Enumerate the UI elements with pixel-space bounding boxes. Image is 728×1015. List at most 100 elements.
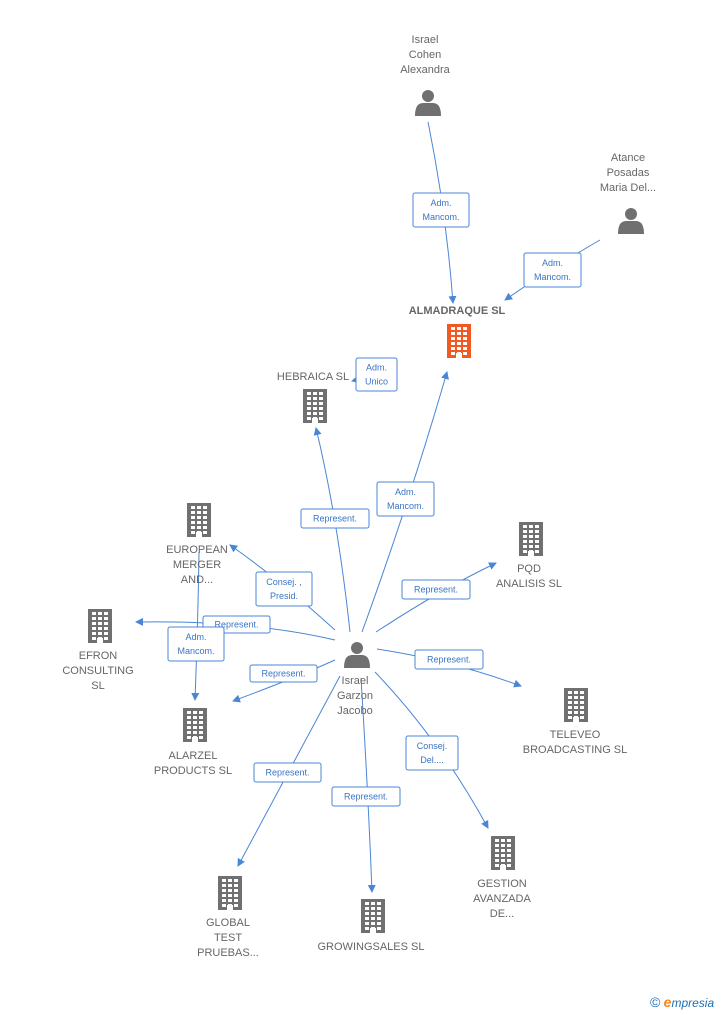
edge-label-text: Mancom.	[177, 646, 214, 656]
node-label: ANALISIS SL	[496, 578, 562, 590]
edge-label-text: Represent.	[265, 768, 309, 778]
edge-label-text: Adm.	[366, 363, 387, 373]
node-label: Jacobo	[337, 705, 372, 717]
edge-label-text: Represent.	[313, 514, 357, 524]
edge-label-text: Adm.	[430, 198, 451, 208]
edge-label-text: Adm.	[185, 632, 206, 642]
edge-israel_garzon-to-alarzel: Represent.	[232, 659, 336, 703]
person-icon[interactable]	[618, 208, 644, 234]
building-icon[interactable]	[564, 688, 588, 722]
node-label: GESTION	[477, 878, 527, 890]
empresia-logo[interactable]: © empresia	[650, 994, 714, 1010]
edge-israel_garzon-to-pqd: Represent.	[375, 562, 497, 633]
logo-text: mpresia	[671, 996, 715, 1010]
edge-label-text: Mancom.	[387, 501, 424, 511]
building-icon[interactable]	[361, 899, 385, 933]
edge-label-text: Represent.	[344, 792, 388, 802]
edge-label-text: Adm.	[542, 258, 563, 268]
edge-label-box[interactable]	[414, 649, 484, 670]
copyright-symbol: ©	[650, 994, 661, 1010]
edge-label-box[interactable]	[523, 252, 582, 288]
node-label: AVANZADA	[473, 893, 531, 905]
node-label: TELEVEO	[550, 729, 601, 741]
edge-label-box[interactable]	[249, 664, 318, 683]
node-label: EFRON	[79, 650, 118, 662]
node-european[interactable]: EUROPEAN MERGER AND...	[166, 503, 228, 586]
node-label: Garzon	[337, 690, 373, 702]
node-label: Maria Del...	[600, 182, 656, 194]
node-label: EUROPEAN	[166, 544, 228, 556]
edge-label-text: Represent.	[414, 585, 458, 595]
building-icon[interactable]	[303, 389, 327, 423]
edge-label-box[interactable]	[401, 579, 471, 600]
node-label: Israel	[342, 675, 369, 687]
edge-label-text: Mancom.	[422, 212, 459, 222]
person-icon[interactable]	[415, 90, 441, 116]
node-label: SL	[91, 680, 104, 692]
node-label: BROADCASTING SL	[523, 744, 628, 756]
edge-label-box[interactable]	[376, 481, 435, 517]
building-icon[interactable]	[183, 708, 207, 742]
building-icon[interactable]	[88, 609, 112, 643]
edge-israel_garzon-to-global: Represent.	[237, 675, 341, 867]
node-almadraque[interactable]: ALMADRAQUE SL	[409, 305, 506, 358]
edge-israel_cohen-to-almadraque: Adm. Mancom.	[412, 121, 470, 304]
edge-label-text: Presid.	[270, 591, 298, 601]
edge-european-to-alarzel: Adm. Mancom.	[167, 551, 225, 701]
node-label: PRODUCTS SL	[154, 765, 232, 777]
edge-label-box[interactable]	[355, 357, 398, 392]
edge-israel_garzon-to-european: Consej. , Presid.	[229, 544, 336, 631]
edge-label-text: Represent.	[427, 655, 471, 665]
node-alarzel[interactable]: ALARZEL PRODUCTS SL	[154, 708, 232, 777]
edge-almadraque-to-hebraica: Adm. Unico	[351, 357, 398, 392]
node-label: HEBRAICA SL	[277, 371, 349, 383]
person-icon[interactable]	[344, 642, 370, 668]
edge-label-text: Represent.	[214, 620, 258, 630]
edge-label-box[interactable]	[331, 786, 401, 807]
edge-label-text: Consej. ,	[266, 577, 302, 587]
node-label: AND...	[181, 574, 213, 586]
edge-label-box[interactable]	[412, 192, 470, 228]
edge-label-text: Del....	[420, 755, 444, 765]
edge-label-box[interactable]	[405, 735, 459, 771]
node-gestion[interactable]: GESTIONAVANZADADE...	[473, 836, 531, 920]
node-label: ALARZEL	[169, 750, 218, 762]
edge-israel_garzon-to-hebraica: Represent.	[300, 427, 370, 633]
building-icon[interactable]	[447, 324, 471, 358]
node-growingsales[interactable]: GROWINGSALES SL	[318, 899, 425, 953]
node-label: PRUEBAS...	[197, 947, 259, 959]
edge-line	[191, 551, 200, 701]
edge-israel_garzon-to-efron: Represent.	[135, 615, 336, 641]
building-icon[interactable]	[187, 503, 211, 537]
edge-atance-to-almadraque: Adm. Mancom.	[504, 239, 601, 301]
edge-israel_garzon-to-growingsales: Represent.	[331, 677, 401, 893]
edge-line	[313, 427, 351, 633]
node-label: MERGER	[173, 559, 221, 571]
node-label: GROWINGSALES SL	[318, 941, 425, 953]
node-label: Atance	[611, 152, 645, 164]
node-label: Israel	[412, 34, 439, 46]
edge-label-box[interactable]	[255, 571, 313, 607]
edge-label-text: Adm.	[395, 487, 416, 497]
node-hebraica[interactable]: HEBRAICA SL	[277, 371, 349, 423]
building-icon[interactable]	[218, 876, 242, 910]
edge-label-box[interactable]	[300, 508, 370, 529]
edge-label-text: Unico	[365, 377, 388, 387]
node-label: ALMADRAQUE SL	[409, 305, 506, 317]
edge-label-box[interactable]	[253, 762, 322, 783]
edge-label-text: Mancom.	[534, 272, 571, 282]
node-televeo[interactable]: TELEVEO BROADCASTING SL	[523, 688, 628, 756]
node-label: Posadas	[607, 167, 650, 179]
node-global[interactable]: GLOBALTESTPRUEBAS...	[197, 876, 259, 959]
building-icon[interactable]	[519, 522, 543, 556]
logo-initial: e	[663, 994, 672, 1010]
building-icon[interactable]	[491, 836, 515, 870]
edge-label-text: Consej.	[417, 741, 448, 751]
edge-label-box[interactable]	[167, 626, 225, 662]
